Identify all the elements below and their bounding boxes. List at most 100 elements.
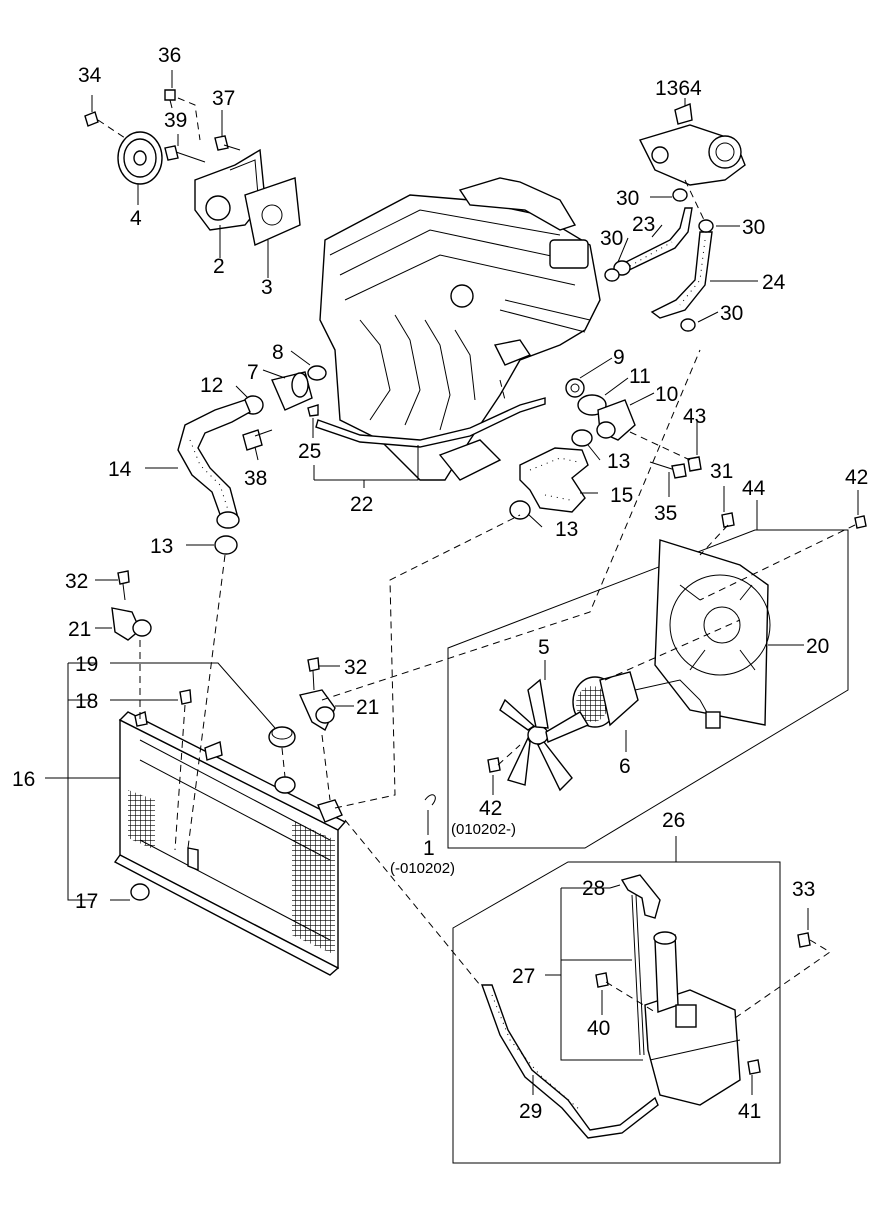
bolt-32-right: [307, 657, 320, 691]
leader-lines: [45, 70, 859, 1095]
reservoir-cap-hose-28: [620, 874, 661, 919]
bolt-40: [595, 972, 656, 1013]
callout-29: 29: [519, 1100, 542, 1123]
radiator: [113, 711, 347, 976]
bolt-31: [721, 512, 735, 528]
clamp-13-upper: [571, 429, 593, 447]
callout-24: 24: [762, 271, 786, 294]
callout-30c: 30: [600, 227, 623, 250]
nut-42-shroud: [854, 515, 867, 529]
clamp-30-b: [698, 219, 714, 233]
callout-6: 6: [619, 755, 631, 778]
bolt-39: [164, 145, 206, 163]
radiator-lower-hose: [519, 447, 589, 513]
fan-assembly-box: [447, 529, 849, 849]
callout-30b: 30: [742, 216, 765, 239]
bolt-33: [734, 932, 831, 1019]
callout-21b: 21: [356, 696, 379, 719]
callout-35: 35: [654, 502, 677, 525]
plug-25: [307, 404, 319, 417]
callout-44: 44: [742, 477, 766, 500]
callout-17: 17: [75, 890, 98, 913]
callout-38: 38: [244, 467, 267, 490]
clip-1: [424, 794, 436, 806]
clamp-30-a: [672, 188, 688, 202]
clamp-13-lower: [509, 500, 531, 520]
bracket-21-right: [299, 689, 336, 732]
callout-5: 5: [538, 636, 550, 659]
reservoir-assembly-box: [452, 861, 781, 1164]
callout-42b-note: (010202-): [451, 821, 516, 838]
callout-26: 26: [662, 809, 685, 832]
callout-39: 39: [164, 109, 187, 132]
bypass-pipe: [315, 397, 546, 448]
callout-13c: 13: [555, 518, 578, 541]
callout-15: 15: [610, 484, 633, 507]
callout-3: 3: [261, 276, 273, 299]
water-pump-pulley: [117, 131, 163, 185]
callout-1364: 1364: [655, 77, 702, 100]
callout-13a: 13: [607, 450, 630, 473]
fan-motor: [572, 671, 721, 729]
bolt-37: [214, 135, 241, 151]
gasket-8: [307, 365, 327, 381]
callout-37: 37: [212, 87, 235, 110]
callout-36: 36: [158, 44, 181, 67]
radiator-cap: [268, 726, 296, 748]
callout-33: 33: [792, 878, 815, 901]
callout-16: 16: [12, 768, 35, 791]
bracket-21-left: [111, 607, 152, 641]
callout-20: 20: [806, 635, 829, 658]
engine-block: [319, 177, 601, 481]
callout-1-note: (-010202): [390, 860, 455, 877]
filler-neck: [274, 776, 296, 794]
callout-34: 34: [78, 64, 102, 87]
water-pump-gasket: [244, 177, 301, 246]
water-inlet-fitting: [596, 399, 636, 441]
callout-25: 25: [298, 440, 321, 463]
reservoir-hose-29: [481, 984, 659, 1139]
fan-shroud: [654, 539, 771, 726]
bolt-36: [164, 89, 201, 141]
clamp-13-left: [214, 535, 238, 555]
drain-plug-18: [179, 689, 192, 705]
callout-28: 28: [582, 877, 605, 900]
callout-40: 40: [587, 1017, 610, 1040]
callout-43: 43: [683, 405, 706, 428]
callout-22: 22: [350, 493, 373, 516]
bolt-34: [84, 111, 126, 139]
callout-13b: 13: [150, 535, 173, 558]
cooling-fan: [499, 678, 590, 792]
callout-23: 23: [632, 213, 655, 236]
callout-30a: 30: [616, 187, 639, 210]
radiator-upper-hose: [177, 399, 251, 529]
callout-21a: 21: [68, 618, 91, 641]
callout-8: 8: [272, 341, 284, 364]
nut-41: [747, 1059, 761, 1075]
mount-insulator-17: [130, 883, 150, 901]
nut-43: [629, 431, 702, 472]
callout-14: 14: [108, 458, 132, 481]
callout-9: 9: [613, 346, 625, 369]
callout-41: 41: [738, 1100, 761, 1123]
callout-4: 4: [130, 207, 142, 230]
callout-42b: 42: [479, 797, 502, 820]
bolt-35: [649, 461, 687, 479]
throttle-body-1364: [639, 103, 746, 186]
reservoir-subassembly-27-box: [560, 887, 643, 1061]
callout-1: 1: [423, 837, 435, 860]
clamp-30-c: [604, 268, 620, 282]
heater-hose-24: [650, 231, 713, 319]
callout-10: 10: [655, 383, 678, 406]
thermostat: [565, 378, 585, 398]
callout-19: 19: [75, 653, 98, 676]
bolt-32-left: [117, 570, 130, 601]
callout-42a: 42: [845, 466, 868, 489]
callout-32a: 32: [65, 570, 88, 593]
callout-2: 2: [213, 255, 225, 278]
callout-11: 11: [629, 365, 651, 388]
callout-31: 31: [710, 460, 733, 483]
callout-7: 7: [247, 361, 259, 384]
callout-30d: 30: [720, 302, 743, 325]
